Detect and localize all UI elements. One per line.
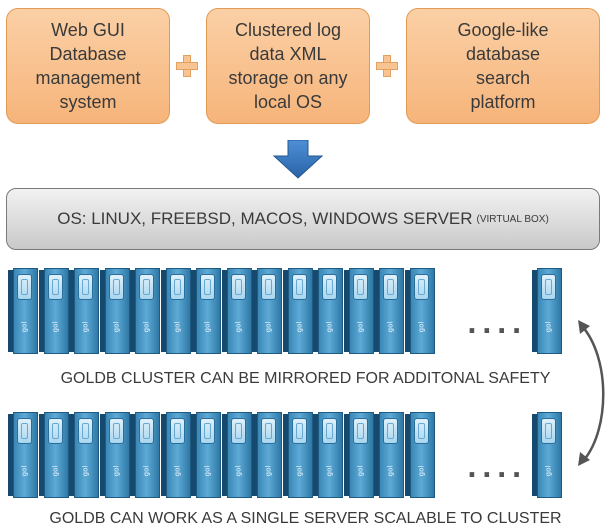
server-label: gol: [111, 321, 120, 333]
server-label: gol: [544, 465, 553, 477]
server-icon: gol: [313, 268, 343, 354]
server-label: gol: [325, 465, 334, 477]
plus-icon: [176, 55, 198, 77]
server-row-mirror: .... gol gol gol gol gol gol gol gol gol gol gol go…: [0, 412, 611, 502]
server-label: gol: [294, 321, 303, 333]
server-icon: gol: [69, 268, 99, 354]
server-icon: gol: [282, 412, 313, 498]
server-icon: gol: [374, 412, 404, 498]
server-icon: gol: [252, 412, 282, 498]
server-label: gol: [264, 465, 273, 477]
server-icon: gol: [160, 412, 191, 498]
component-box-line: system: [59, 92, 117, 112]
server-label: gol: [386, 321, 395, 333]
component-box-line: Clustered log: [234, 20, 342, 40]
server-label: gol: [264, 321, 273, 333]
server-label: gol: [172, 321, 181, 333]
server-icon: gol: [99, 412, 130, 498]
server-icon: gol: [8, 412, 38, 498]
server-label: gol: [20, 321, 29, 333]
component-box-line: search: [475, 68, 530, 88]
server-icon: gol: [221, 268, 252, 354]
server-icon: gol: [38, 268, 69, 354]
server-icon: gol: [8, 268, 38, 354]
server-icon: gol: [191, 412, 221, 498]
server-label: gol: [50, 465, 59, 477]
component-box-log-storage: Clustered log data XML storage on any lo…: [206, 8, 370, 124]
server-icon: gol: [313, 412, 343, 498]
server-row-primary: .... gol gol gol gol gol gol gol gol gol gol gol go…: [0, 268, 611, 358]
os-platform-note: (VIRTUAL BOX): [476, 213, 549, 225]
component-box-line: local OS: [253, 92, 323, 112]
server-icon: gol: [404, 268, 435, 354]
os-platform-bar: OS: LINUX, FREEBSD, MACOS, WINDOWS SERVE…: [6, 188, 600, 250]
server-label: gol: [111, 465, 120, 477]
server-icon: gol: [191, 268, 221, 354]
server-icon: gol: [69, 412, 99, 498]
ellipsis-dots: ....: [467, 454, 527, 484]
server-label: gol: [233, 321, 242, 333]
server-icon: gol: [221, 412, 252, 498]
os-platform-text: OS: LINUX, FREEBSD, MACOS, WINDOWS SERVE…: [57, 209, 473, 228]
server-icon: gol: [282, 268, 313, 354]
component-box-line: data XML: [249, 44, 327, 64]
server-label: gol: [416, 321, 425, 333]
server-label: gol: [355, 465, 364, 477]
server-label: gol: [142, 321, 151, 333]
server-label: gol: [203, 465, 212, 477]
component-box-line: Google-like: [457, 20, 549, 40]
server-icon: gol: [160, 268, 191, 354]
server-icon: gol: [130, 268, 160, 354]
server-icon: gol: [404, 412, 435, 498]
component-box-search-platform: Google-like database search platform: [406, 8, 600, 124]
component-box-line: Database: [49, 44, 127, 64]
server-icon: gol: [343, 268, 374, 354]
component-box-line: platform: [470, 92, 536, 112]
server-icon: gol: [532, 268, 562, 354]
server-icon: gol: [532, 412, 562, 498]
server-label: gol: [142, 465, 151, 477]
component-box-line: storage on any: [228, 68, 348, 88]
server-icon: gol: [374, 268, 404, 354]
server-label: gol: [81, 321, 90, 333]
server-label: gol: [544, 321, 553, 333]
server-icon: gol: [99, 268, 130, 354]
plus-icon: [376, 55, 398, 77]
server-label: gol: [416, 465, 425, 477]
ellipsis-dots: ....: [467, 310, 527, 340]
server-icon: gol: [252, 268, 282, 354]
server-label: gol: [233, 465, 242, 477]
server-label: gol: [325, 321, 334, 333]
caption-mirror: GOLDB CLUSTER CAN BE MIRRORED FOR ADDITO…: [60, 370, 551, 387]
server-label: gol: [203, 321, 212, 333]
component-box-line: management: [35, 68, 141, 88]
server-icon: gol: [38, 412, 69, 498]
server-label: gol: [355, 321, 364, 333]
server-label: gol: [50, 321, 59, 333]
server-label: gol: [172, 465, 181, 477]
server-icon: gol: [130, 412, 160, 498]
down-arrow-icon: [272, 140, 324, 179]
server-icon: gol: [343, 412, 374, 498]
component-box-line: Web GUI: [51, 20, 125, 40]
server-label: gol: [20, 465, 29, 477]
server-label: gol: [386, 465, 395, 477]
caption-single: GOLDB CAN WORK AS A SINGLE SERVER SCALAB…: [49, 510, 562, 527]
component-box-line: database: [465, 44, 541, 64]
server-label: gol: [294, 465, 303, 477]
server-label: gol: [81, 465, 90, 477]
bidirectional-arrow-icon: [578, 320, 605, 466]
component-box-web-gui: Web GUI Database management system: [6, 8, 170, 124]
